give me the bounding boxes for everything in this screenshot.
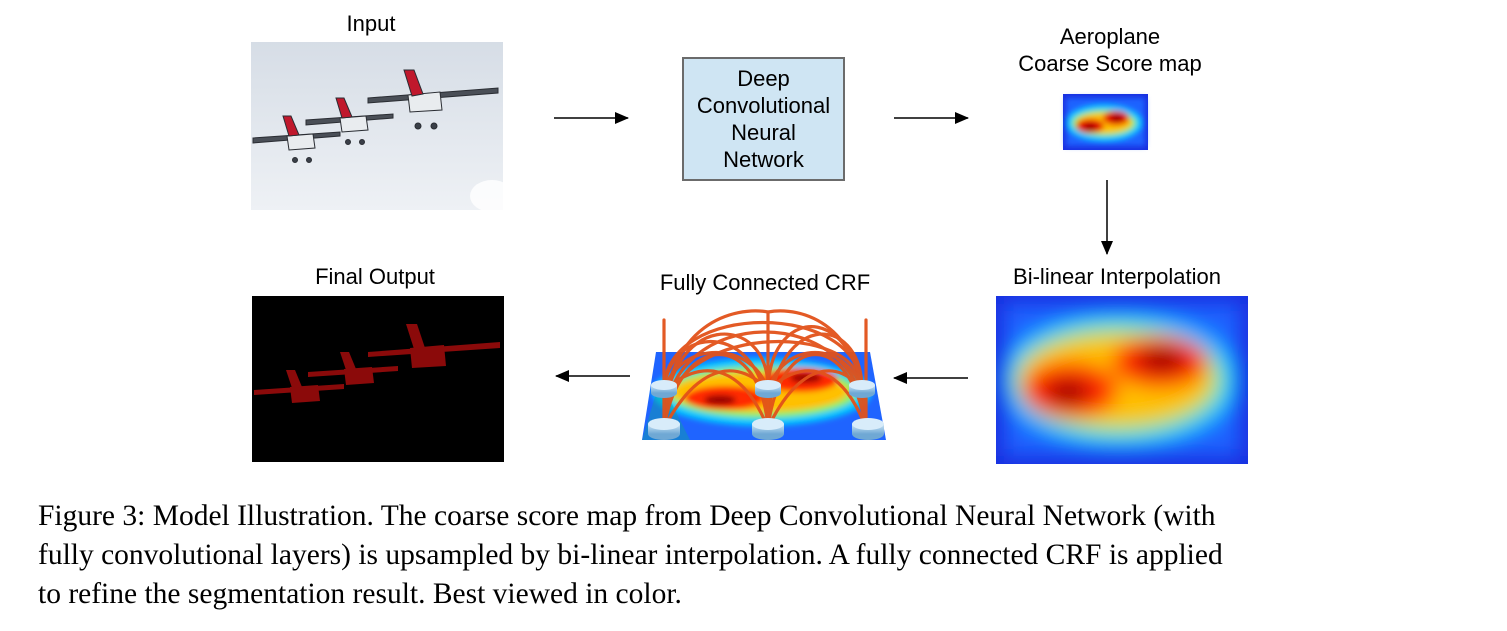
- dcnn-label-line3: Neural: [731, 120, 796, 145]
- crf-node: [648, 380, 884, 440]
- caption-line1: Figure 3: Model Illustration. The coarse…: [38, 500, 1216, 532]
- dcnn-label-line2: Convolutional: [696, 93, 831, 118]
- input-label: Input: [346, 11, 396, 36]
- airplane-mask-icon: [254, 324, 500, 403]
- dcnn-label-line4: Network: [723, 147, 804, 172]
- bilinear-label: Bi-linear Interpolation: [1013, 264, 1221, 289]
- coarse-label-line2: Coarse Score map: [1018, 51, 1202, 76]
- final-output-label: Final Output: [315, 264, 435, 289]
- caption-line3: to refine the segmentation result. Best …: [38, 578, 682, 610]
- crf-label: Fully Connected CRF: [659, 270, 871, 295]
- dcnn-box: Deep Convolutional Neural Network: [682, 57, 845, 181]
- figure-caption: Figure 3: Model Illustration. The coarse…: [38, 497, 1478, 614]
- airplane-icon: [252, 69, 499, 163]
- bilinear-interpolation-map: [996, 296, 1248, 464]
- dcnn-label-line1: Deep: [737, 66, 790, 91]
- crf-graph: [642, 309, 886, 440]
- caption-line2: fully convolutional layers) is upsampled…: [38, 539, 1223, 571]
- coarse-score-map: [1063, 94, 1148, 150]
- final-output-image: [252, 296, 504, 462]
- input-image: [251, 42, 514, 212]
- coarse-label-line1: Aeroplane: [1059, 24, 1161, 49]
